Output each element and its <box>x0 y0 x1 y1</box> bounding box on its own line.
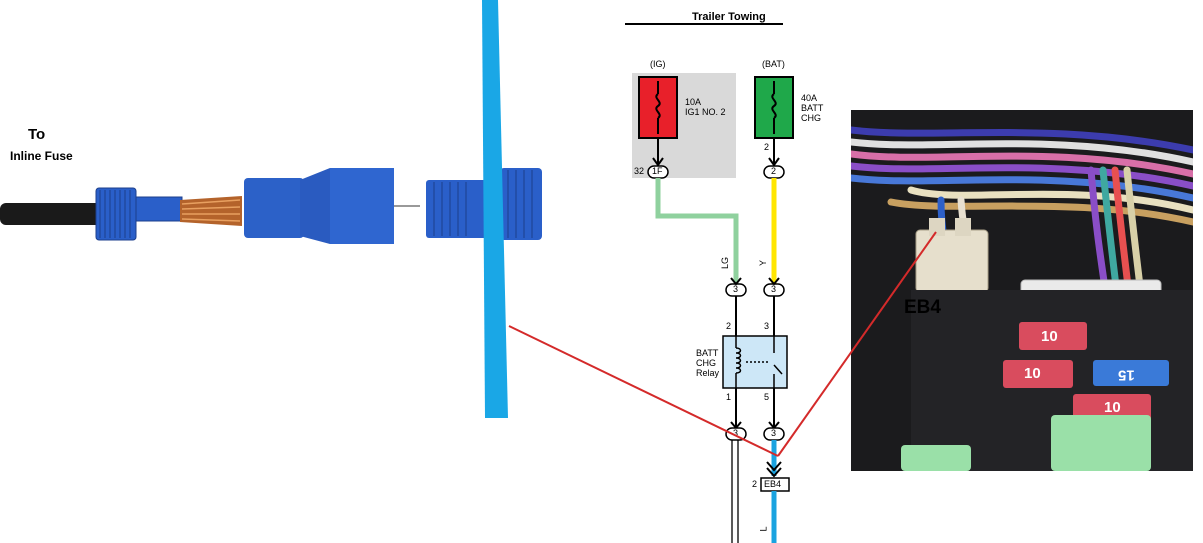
bat-source-label: (BAT) <box>762 59 785 69</box>
y-connector-label: 3 <box>771 284 777 294</box>
fuse-box-photo <box>851 110 1193 471</box>
ig-fuse-rating: 10A <box>685 97 702 107</box>
fuse-red-2 <box>1003 360 1073 388</box>
relay-pin-bot-right: 5 <box>764 392 770 402</box>
ig-fuse-icon <box>655 81 661 134</box>
eb4-pin-label: 2 <box>752 479 758 489</box>
bat-fuse-name-2: CHG <box>801 113 821 123</box>
lg-connector-label: 3 <box>733 284 739 294</box>
green-relay-1 <box>1051 415 1151 471</box>
fuse-blue <box>1093 360 1169 386</box>
green-relay-2 <box>901 445 971 471</box>
fuse-label-1: 10 <box>1041 328 1058 345</box>
black-cable <box>0 203 110 225</box>
relay-pin-top-right: 3 <box>764 321 770 331</box>
relay-out-left-label: 3 <box>733 428 739 438</box>
left-output-wire <box>731 440 739 543</box>
ig-fuse-name: IG1 NO. 2 <box>685 107 726 117</box>
relay-out-right-label: 3 <box>771 428 777 438</box>
bat-fuse-rating: 40A <box>801 93 818 103</box>
coupler-body <box>244 168 420 244</box>
threaded-nut-left <box>95 187 183 241</box>
coupler-right <box>426 168 542 240</box>
ig-connector-label: 1F <box>652 166 663 176</box>
fuse-red-1 <box>1019 322 1087 350</box>
wiring-diagram <box>625 23 794 543</box>
fuse-label-3: 15 <box>1118 366 1135 384</box>
copper-strands <box>180 196 242 226</box>
lg-wire <box>655 178 739 284</box>
lg-wire-label: LG <box>720 256 731 269</box>
inline-fuse-label: Inline Fuse <box>10 149 73 163</box>
relay-pin-top-left: 2 <box>726 321 732 331</box>
inline-connector-photo <box>0 168 542 244</box>
fuse-label-2: 10 <box>1024 365 1041 382</box>
wire-harness <box>851 126 1193 299</box>
eb4-connector-label: EB4 <box>764 479 782 489</box>
bat-connector-label: 2 <box>771 166 777 176</box>
fuse-label-4: 10 <box>1104 399 1121 416</box>
to-label: To <box>28 126 46 143</box>
y-wire-label: Y <box>758 259 769 266</box>
ig-source-label: (IG) <box>650 59 666 69</box>
l-wire-label: L <box>758 526 769 532</box>
bat-fuse-pin: 2 <box>764 142 770 152</box>
ig-pin-left: 32 <box>634 166 645 176</box>
eb4-photo-label: EB4 <box>904 297 941 318</box>
bat-fuse-name-1: BATT <box>801 103 824 113</box>
relay-pin-bot-left: 1 <box>726 392 732 402</box>
bat-fuse-icon <box>771 81 777 134</box>
relay-name-3: Relay <box>696 368 720 378</box>
diagram-title: Trailer Towing <box>692 11 766 23</box>
